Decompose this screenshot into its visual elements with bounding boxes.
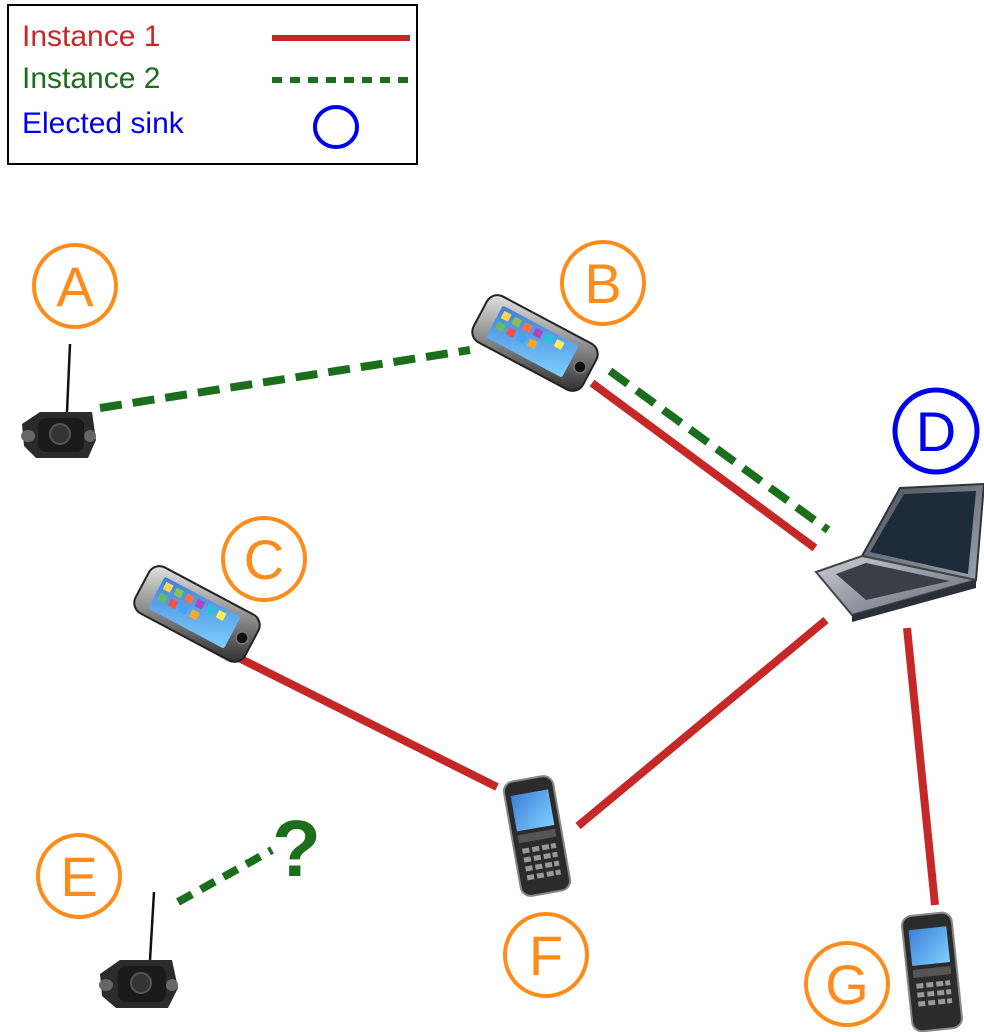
link-c-f-instance1 [233, 652, 499, 791]
node-d-label: D [916, 400, 956, 463]
node-c: C [133, 516, 307, 663]
link-f-d-instance1 [575, 616, 829, 830]
node-g: G [804, 911, 963, 1032]
node-d-circle [892, 387, 980, 475]
node-e-circle [36, 833, 122, 919]
node-g-label: G [825, 953, 869, 1016]
link-a-b-instance2 [99, 346, 471, 412]
legend-label-instance1: Instance 1 [22, 20, 160, 53]
node-a: A [21, 243, 118, 458]
sensor-device-icon [99, 891, 178, 1008]
laptop-icon [814, 482, 984, 622]
node-a-label: A [56, 255, 94, 318]
sensor-device-icon [21, 343, 96, 458]
node-e-label: E [60, 845, 97, 908]
node-c-circle [221, 516, 307, 602]
unknown-target-marker: ? [272, 804, 321, 893]
node-e: E [36, 833, 178, 1008]
node-d: D [814, 387, 984, 622]
node-f: F [502, 775, 589, 998]
smartphone-icon [133, 565, 261, 663]
node-f-circle [503, 912, 589, 998]
link-b-d-instance1 [589, 379, 818, 552]
node-b-circle [560, 240, 646, 326]
legend-box [7, 4, 418, 165]
node-g-circle [804, 941, 890, 1027]
link-e-unknown-instance2 [176, 846, 274, 906]
legend-label-sink: Elected sink [22, 107, 185, 140]
link-d-g-instance1 [903, 627, 939, 906]
link-b-d-instance2 [607, 367, 831, 534]
legend-swatch-sink [313, 105, 359, 149]
legend-label-instance2: Instance 2 [22, 62, 160, 95]
smartphone-icon [471, 294, 599, 392]
blackberry-phone-icon [901, 911, 963, 1032]
node-b: B [471, 240, 646, 392]
node-c-label: C [244, 528, 284, 591]
node-f-label: F [529, 924, 563, 987]
legend: Instance 1 Instance 2 Elected sink [7, 4, 418, 165]
node-a-circle [32, 243, 118, 329]
links [99, 346, 939, 906]
blackberry-phone-icon [502, 775, 572, 897]
node-b-label: B [584, 252, 621, 315]
